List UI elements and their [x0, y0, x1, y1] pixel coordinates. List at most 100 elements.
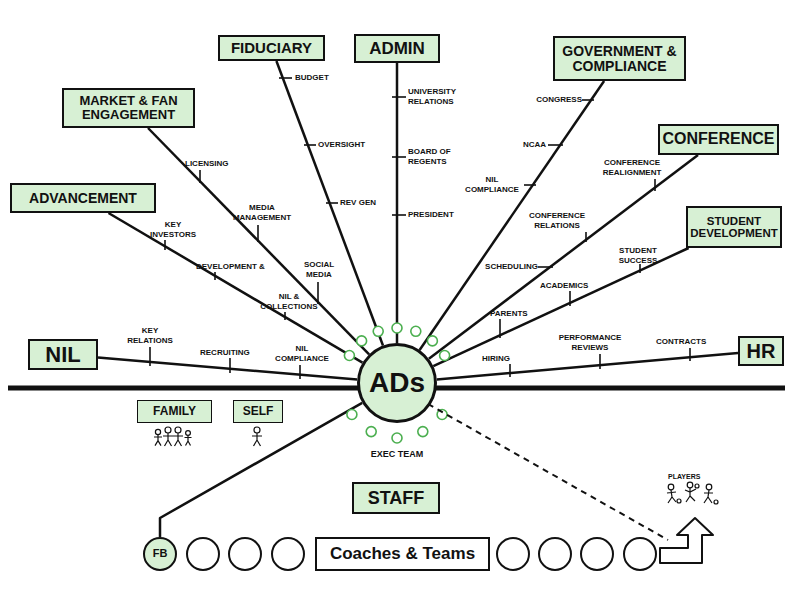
node-text: MARKET & FAN ENGAGEMENT [64, 94, 193, 121]
node-text: ADMIN [369, 40, 425, 58]
exec-member-circle [344, 351, 354, 361]
category-box: ADMIN [354, 34, 440, 63]
duty-label: ACADEMICS [540, 281, 588, 291]
exec-member-circle [440, 351, 450, 361]
duty-label: KEY RELATIONS [122, 326, 178, 346]
node-text: NIL [45, 343, 80, 366]
hub-circle: ADs [357, 343, 437, 423]
tick-mark [257, 225, 259, 242]
exec-member-circle [392, 323, 402, 333]
connector-line [109, 213, 363, 363]
category-box: HR [738, 336, 784, 366]
duty-label: LICENSING [185, 159, 229, 169]
node-text: ADVANCEMENT [29, 191, 137, 206]
connector-line [437, 353, 738, 380]
tick-mark [299, 365, 301, 379]
duty-label: NCAA [514, 140, 546, 150]
team-circle [229, 538, 261, 570]
tick-mark [317, 282, 319, 304]
exec-member-circle [418, 427, 428, 437]
player-head [668, 484, 674, 490]
tick-mark [639, 264, 641, 273]
stick-figure [163, 433, 173, 446]
node-text: CONFERENCE [662, 131, 774, 148]
duty-label: OVERSIGHT [318, 140, 365, 150]
duty-label: UNIVERSITY RELATIONS [408, 87, 466, 107]
exec-member-circle [427, 336, 437, 346]
tick-mark [582, 99, 594, 101]
duty-label: HIRING [482, 354, 510, 364]
node-text: ADs [369, 368, 425, 397]
stick-figure [185, 435, 192, 445]
tick-mark [392, 156, 406, 158]
exec-member-circle [373, 326, 383, 336]
ball [677, 499, 681, 503]
tick-mark [164, 240, 166, 250]
duty-label: SCHEDULING [474, 262, 538, 272]
node-text: FB [153, 548, 168, 560]
duty-label: CONTRACTS [656, 337, 706, 347]
duty-label: BUDGET [295, 73, 329, 83]
tick-mark [569, 291, 571, 306]
tick-mark [689, 348, 691, 361]
team-circle [581, 538, 613, 570]
tick-mark [392, 214, 406, 216]
duty-label: KEY INVESTORS [146, 220, 200, 240]
node-text: STAFF [368, 489, 425, 508]
node-text: Coaches & Teams [330, 545, 475, 563]
duty-label: PRESIDENT [408, 210, 454, 220]
tick-mark [548, 144, 563, 146]
duty-label: RECRUITING [200, 348, 250, 358]
stick-figure-head [155, 429, 160, 434]
duty-label: CONFERENCE REALIGNMENT [596, 158, 668, 178]
duty-label: NIL COMPLIANCE [270, 344, 334, 364]
duty-label: MEDIA MANAGEMENT [228, 203, 296, 223]
exec-member-circle [357, 336, 367, 346]
duty-label: CONFERENCE RELATIONS [523, 211, 591, 231]
connector-line [396, 63, 399, 343]
staff-box: STAFF [352, 482, 440, 514]
node-text: STUDENT DEVELOPMENT [688, 215, 780, 239]
category-box: STUDENT DEVELOPMENT [686, 206, 782, 248]
duty-label: NIL & COLLECTIONS [252, 292, 326, 312]
tick-mark [214, 272, 216, 280]
tick-mark [229, 358, 231, 373]
connector-line [148, 128, 369, 354]
stick-figure-head [254, 427, 260, 433]
stick-figure-head [175, 427, 181, 433]
duty-label: CONGRESS [527, 95, 582, 105]
personal-box: SELF [233, 400, 283, 423]
stick-figure-head [186, 431, 191, 436]
player-figure [704, 490, 713, 503]
team-circle [539, 538, 571, 570]
node-text: SELF [243, 405, 274, 418]
exec-member-circle [411, 326, 421, 336]
player-figure [667, 490, 676, 503]
exec-member-circle [347, 410, 357, 420]
stick-figure-head [165, 427, 171, 433]
tick-mark [524, 184, 536, 186]
tick-mark [392, 96, 406, 98]
tick-mark [499, 319, 501, 338]
tick-mark [326, 202, 338, 204]
player-head [687, 482, 693, 488]
personal-box: FAMILY [137, 400, 212, 423]
tick-mark [279, 77, 292, 79]
team-circle: FB [143, 537, 177, 571]
duty-label: STUDENT SUCCESS [612, 246, 664, 266]
team-circle [272, 538, 304, 570]
duty-label: BOARD OF REGENTS [408, 147, 460, 167]
group-label: EXEC TEAM [357, 449, 437, 459]
duty-label: NIL COMPLIANCE [460, 175, 524, 195]
tick-mark [654, 179, 656, 191]
duty-label: REV GEN [340, 198, 376, 208]
category-box: NIL [28, 339, 98, 370]
team-circle [497, 538, 529, 570]
connector-line [433, 248, 688, 366]
stick-figure [173, 433, 183, 446]
category-box: ADVANCEMENT [10, 183, 156, 213]
ball [695, 484, 699, 488]
node-text: GOVERNMENT & COMPLIANCE [555, 44, 684, 73]
duty-label: PERFORMANCE REVIEWS [553, 333, 627, 353]
